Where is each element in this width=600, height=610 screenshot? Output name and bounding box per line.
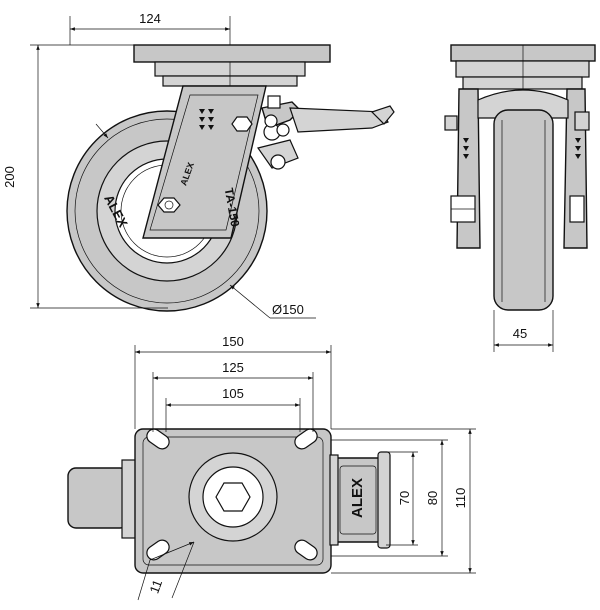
dim-hole-spacing-outer: 125 [222, 360, 244, 375]
side-view: ALEX TA-150 ALEX 124 200 Ø150 [2, 11, 395, 319]
top-wheel-left [67, 467, 129, 529]
dim-top-plate-width: 110 [453, 488, 468, 509]
side-fork-markings [199, 109, 214, 130]
front-swivel-head [455, 60, 590, 78]
wheel-model-label: TA-150 [222, 187, 243, 228]
brake-brand-label: ALEX [349, 478, 366, 518]
dim-wheel-diameter: Ø150 [272, 302, 304, 317]
side-brake-assembly [257, 95, 395, 170]
dim-hole-diameter: 11 [146, 578, 165, 596]
side-axle-nut [157, 197, 181, 213]
side-wheel-tread [74, 118, 260, 304]
top-center-nut [215, 482, 251, 512]
dim-overall-height: 200 [2, 166, 17, 188]
top-brake-pedal: ALEX [329, 451, 391, 549]
front-fork-left [456, 88, 481, 249]
top-mounting-holes [146, 428, 318, 561]
dim-top-plate-length: 150 [222, 334, 244, 349]
front-view: 45 [444, 44, 596, 352]
side-pivot-bolt [231, 116, 253, 132]
dim-hole-spacing-inner: 105 [222, 386, 244, 401]
dim-side-plate-width: 124 [139, 11, 161, 26]
dim-wheel-width: 45 [513, 326, 527, 341]
dim-hole-spacing-small: 70 [397, 491, 412, 505]
front-fork-markings [463, 138, 581, 159]
top-view: ALEX 150 125 105 70 80 110 [67, 334, 476, 601]
side-top-plate [133, 44, 331, 63]
dim-hole-spacing-mid: 80 [425, 491, 440, 505]
front-wheel [493, 109, 554, 311]
